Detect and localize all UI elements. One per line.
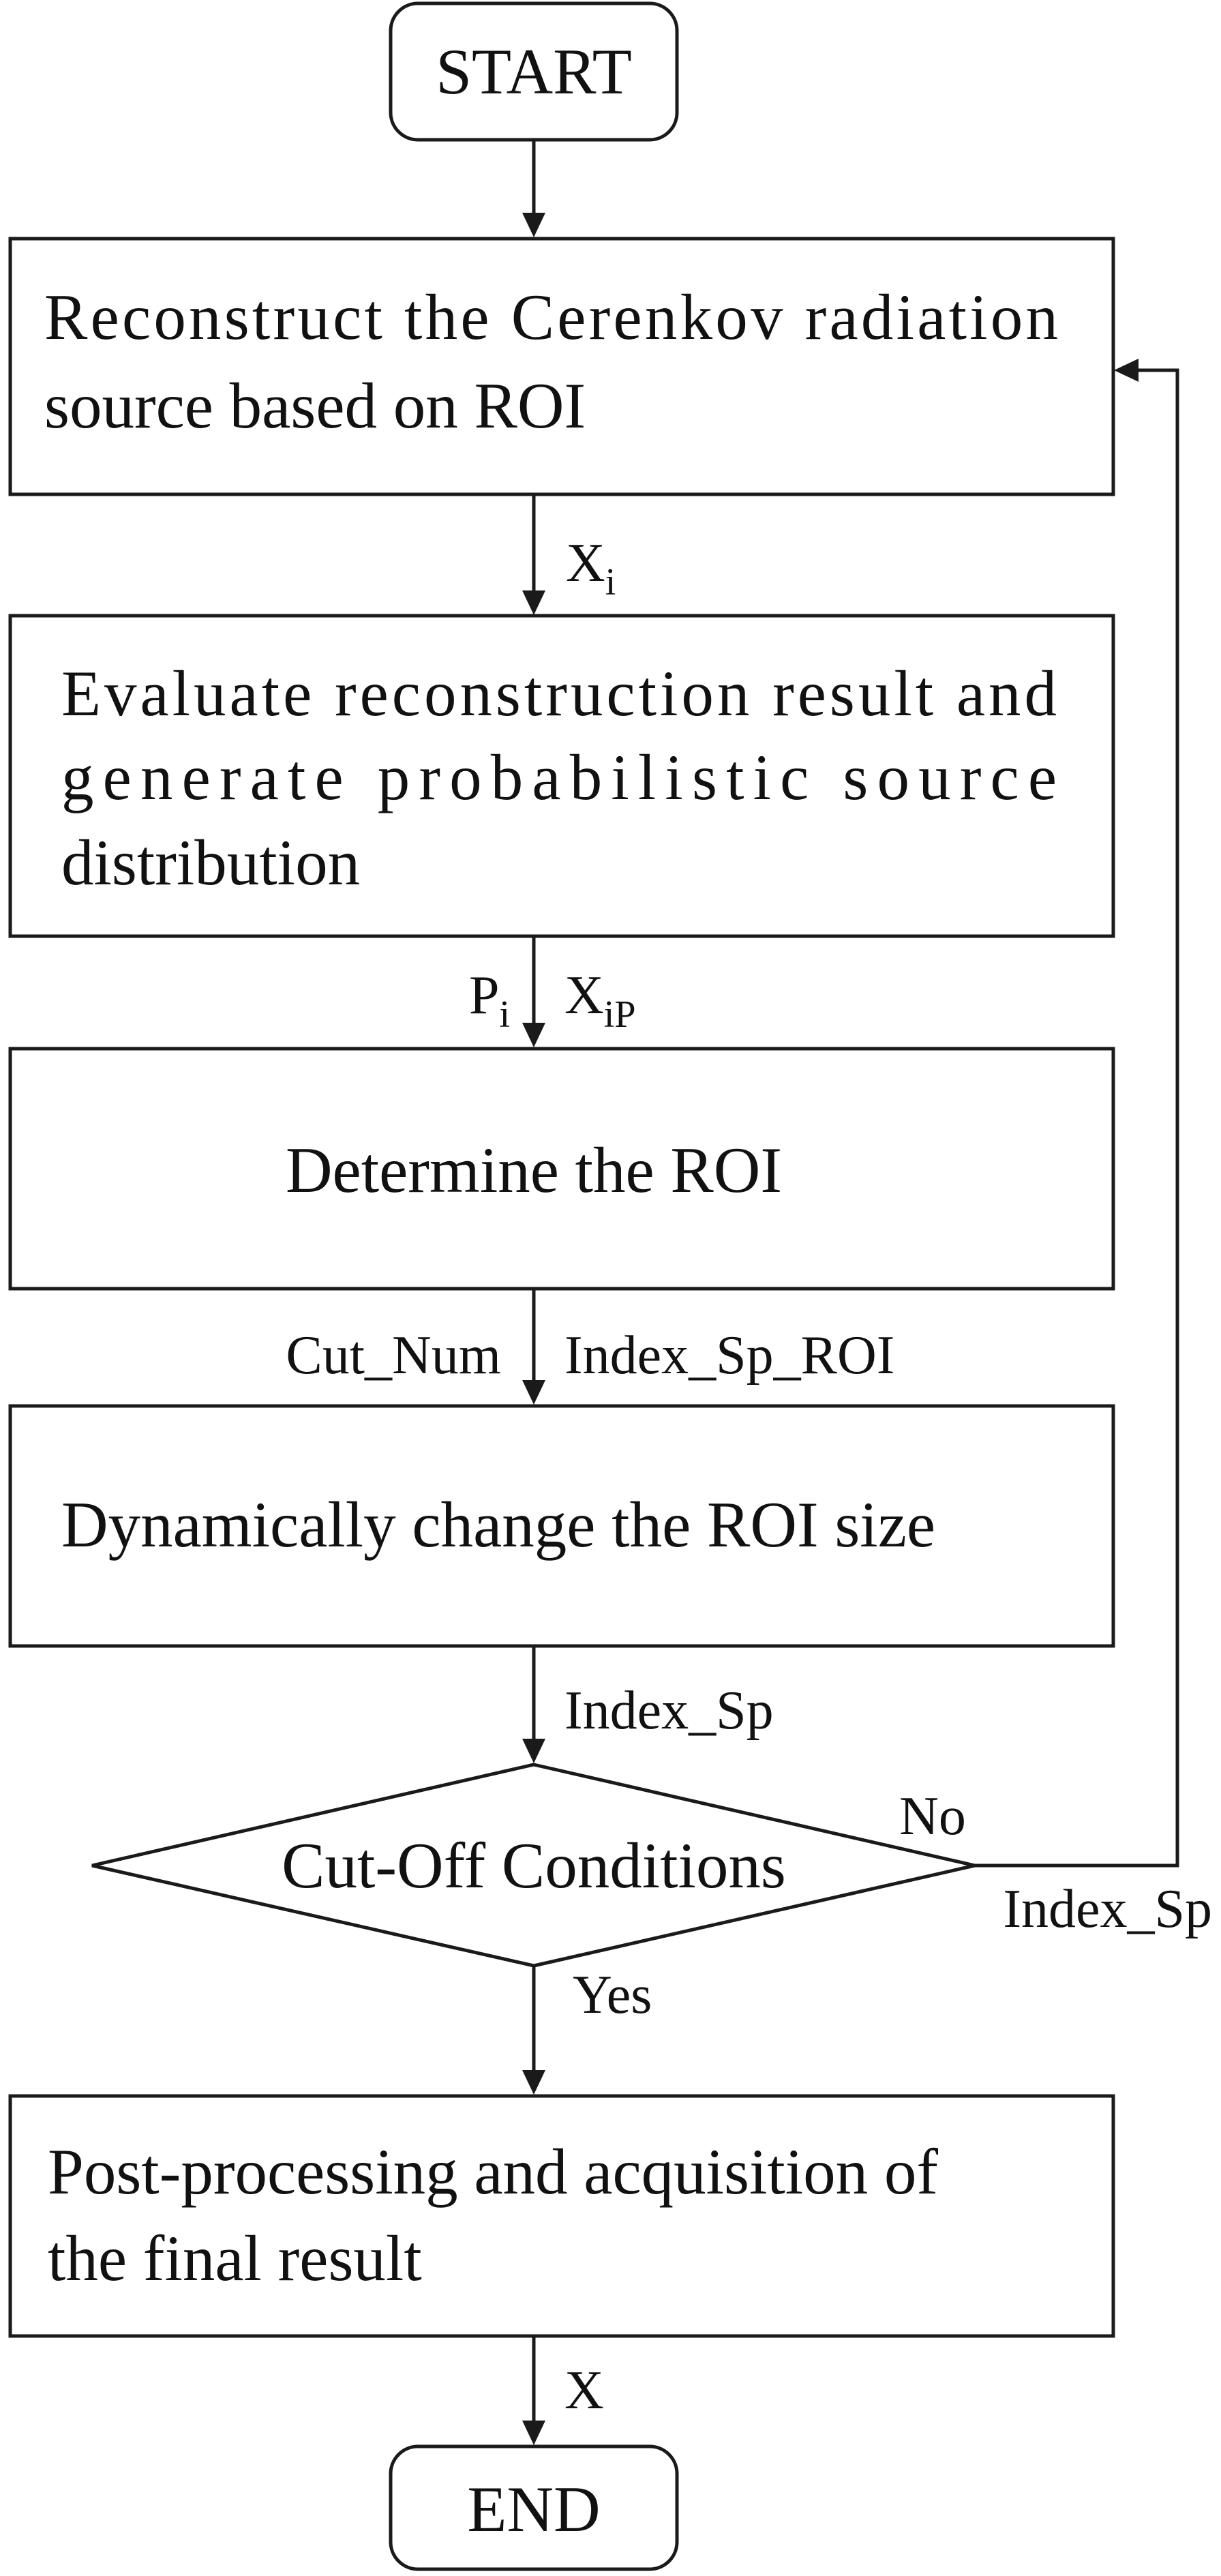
reconstruct-line-2: source based on ROI [44,370,586,442]
xi-main: X [566,533,605,593]
arrowhead [1114,359,1139,382]
determine-box [8,1047,1115,1291]
edge-label-xi: Xi [566,533,616,603]
arrowhead [522,1380,545,1405]
evaluate-box [8,614,1115,938]
end-label: END [467,2473,600,2545]
evaluate-line-1: Evaluate reconstruction result and [61,657,1057,730]
determine-label: Determine the ROI [286,1134,782,1206]
xip-main: X [564,965,604,1025]
edge-label-yes: Yes [573,1965,652,2025]
dynamic-box [8,1404,1115,1648]
edge-label-xip: XiP [564,965,635,1036]
arrowhead [522,2070,545,2095]
edge-label-no: No [899,1786,966,1846]
arrowhead [522,213,545,237]
dynamic-label: Dynamically change the ROI size [61,1488,935,1561]
evaluate-line-2: generate probabilistic source [61,741,1057,813]
edge-label-index-sp-roi: Index_Sp_ROI [564,1326,894,1386]
edge-label-x: X [564,2361,604,2421]
edge-label-cut-num: Cut_Num [286,1326,501,1386]
postprocess-line-1: Post-processing and acquisition of [48,2136,938,2208]
arrow-no-loop-back [975,368,1179,1868]
reconstruct-box [8,237,1115,496]
reconstruct-line-1: Reconstruct the Cerenkov radiation [44,281,1058,353]
pi-main: P [469,965,500,1025]
arrowhead [522,590,545,615]
pi-sub: i [499,993,510,1036]
arrowhead [522,1023,545,1047]
start-label: START [436,35,632,108]
postprocess-box [8,2094,1115,2338]
edge-label-index-sp-loop: Index_Sp [1003,1879,1212,1939]
decision-label: Cut-Off Conditions [282,1829,786,1902]
arrowhead [522,2421,545,2445]
arrowhead [522,1739,545,1763]
edge-label-index-sp: Index_Sp [564,1681,774,1741]
end-terminal [389,2444,679,2571]
xi-sub: i [605,561,616,603]
postprocess-line-2: the final result [48,2222,422,2294]
edge-label-pi: Pi [469,965,510,1036]
evaluate-line-3: distribution [61,826,360,899]
xip-sub: iP [604,993,636,1036]
